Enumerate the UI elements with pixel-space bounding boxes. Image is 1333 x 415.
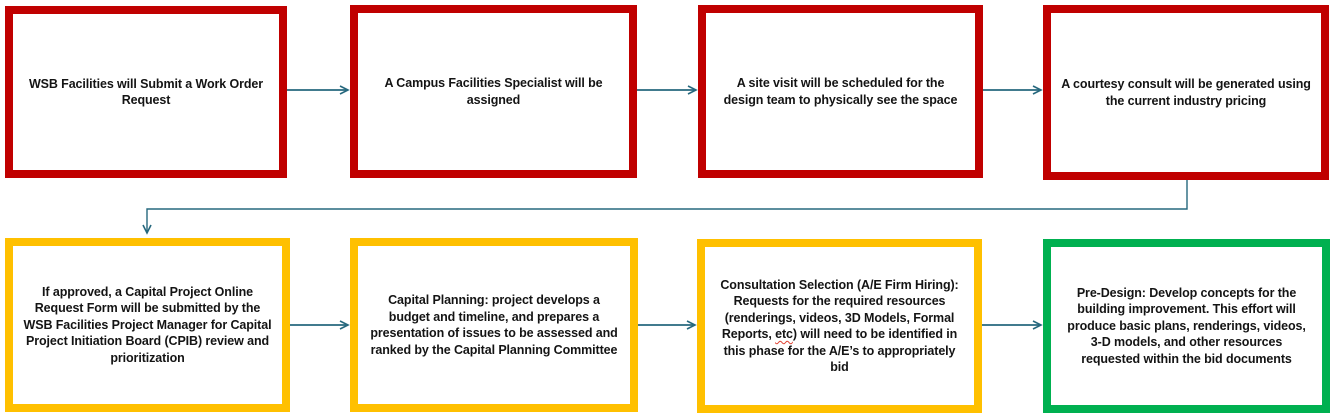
flow-step-text: A courtesy consult will be generated usi… — [1061, 77, 1311, 108]
flow-step-text: Pre-Design: Develop concepts for the bui… — [1067, 285, 1306, 366]
flow-step-text: Consultation Selection (A/E Firm Hiring)… — [705, 271, 974, 382]
flow-step-capital-planning: Capital Planning: project develops a bud… — [350, 238, 638, 412]
flow-step-specialist-assigned: A Campus Facilities Specialist will be a… — [350, 5, 637, 178]
flow-step-consultant-selection: Consultation Selection (A/E Firm Hiring)… — [697, 239, 982, 413]
flow-step-courtesy-consult: A courtesy consult will be generated usi… — [1043, 5, 1329, 180]
flow-step-pre-design: Pre-Design: Develop concepts for the bui… — [1043, 239, 1330, 413]
spellcheck-flagged-word: etc — [775, 327, 793, 341]
flow-step-text-segment: Consultation Selection (A/E Firm Hiring)… — [720, 277, 959, 342]
flow-step-text: Capital Planning: project develops a bud… — [370, 293, 618, 357]
flow-step-work-order-request: WSB Facilities will Submit a Work Order … — [5, 6, 287, 178]
flow-step-text: A Campus Facilities Specialist will be a… — [384, 76, 603, 107]
flow-step-site-visit: A site visit will be scheduled for the d… — [698, 5, 983, 178]
arrow-step4-step5-elbow — [142, 180, 1188, 235]
flow-step-text: A site visit will be scheduled for the d… — [723, 76, 958, 107]
flow-step-capital-project-request: If approved, a Capital Project Online Re… — [5, 238, 290, 412]
flow-step-text: WSB Facilities will Submit a Work Order … — [28, 76, 264, 108]
flow-step-text-segment: ) will need to be identified in this pha… — [723, 327, 958, 374]
flow-step-text: If approved, a Capital Project Online Re… — [23, 284, 272, 365]
